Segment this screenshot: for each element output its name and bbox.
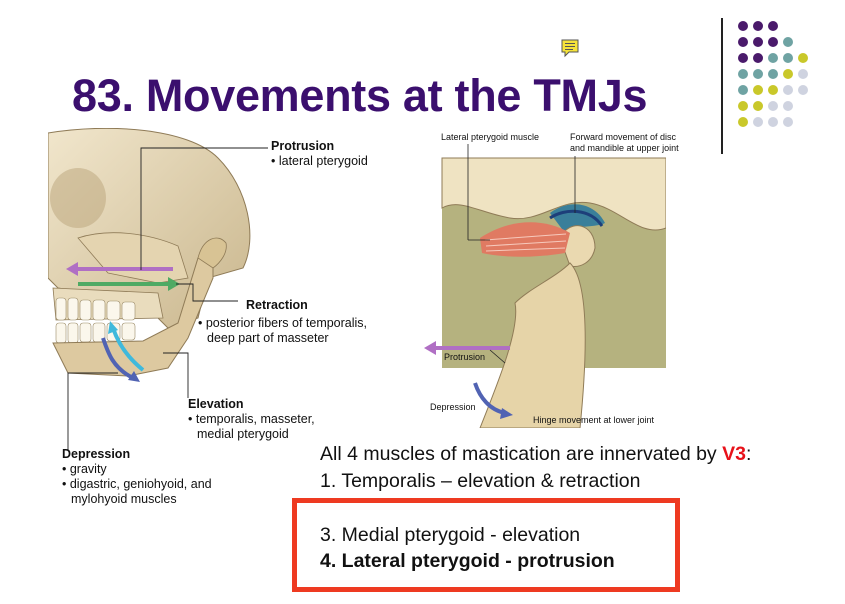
nerve-v3: V3 [722, 443, 746, 465]
skull-illustration [48, 128, 268, 450]
slide-title: 83. Movements at the TMJs [72, 70, 648, 121]
muscle-item-2-clip: 2. Masseter - elevation [320, 498, 517, 518]
innervation-heading: All 4 muscles of mastication are innerva… [320, 443, 751, 466]
elevation-label: Elevation • temporalis, masseter, medial… [188, 397, 315, 442]
retraction-detail-2: deep part of masseter [207, 331, 329, 345]
vertical-divider [721, 18, 723, 154]
tmj-depression-label: Depression [430, 402, 476, 412]
protrusion-label: Protrusion • lateral pterygoid [271, 139, 368, 169]
depression-detail-2: • digastric, geniohyoid, and [62, 477, 212, 491]
muscle-item-4: 4. Lateral pterygoid - protrusion [320, 550, 615, 572]
depression-heading: Depression [62, 447, 131, 461]
innervation-intro: All 4 muscles of mastication are innerva… [320, 443, 723, 465]
forward-movement-2: and mandible at upper joint [570, 143, 679, 153]
elevation-detail-2: medial pterygoid [197, 427, 289, 441]
depression-detail-1: • gravity [62, 462, 107, 476]
forward-movement-1: Forward movement of disc [570, 132, 677, 142]
tmj-protrusion-label: Protrusion [444, 352, 486, 362]
decorative-dot-pattern [738, 21, 808, 127]
note-icon[interactable] [560, 38, 580, 58]
retraction-heading: Retraction [246, 298, 308, 312]
muscle-item-1: 1. Temporalis – elevation & retraction [320, 470, 641, 492]
tmj-illustration [424, 144, 666, 428]
elevation-detail-1: • temporalis, masseter, [188, 412, 315, 426]
elevation-heading: Elevation [188, 397, 244, 411]
forward-movement-label: Forward movement of disc and mandible at… [570, 132, 679, 154]
depression-label: Depression • gravity • digastric, genioh… [62, 447, 212, 507]
protrusion-detail: • lateral pterygoid [271, 154, 368, 168]
retraction-detail: • posterior fibers of temporalis, deep p… [198, 316, 367, 346]
lateral-pterygoid-label: Lateral pterygoid muscle [441, 132, 540, 142]
highlight-box [292, 498, 680, 592]
innervation-colon: : [745, 443, 752, 465]
muscle-item-3: 3. Medial pterygoid - elevation [320, 524, 581, 546]
protrusion-heading: Protrusion [271, 139, 335, 153]
retraction-label: Retraction [246, 298, 308, 313]
hinge-movement-label: Hinge movement at lower joint [533, 415, 655, 425]
depression-detail-3: mylohyoid muscles [71, 492, 177, 506]
muscle-item-2: 2. Masseter - elevation [320, 498, 517, 509]
retraction-detail-1: • posterior fibers of temporalis, [198, 316, 368, 330]
